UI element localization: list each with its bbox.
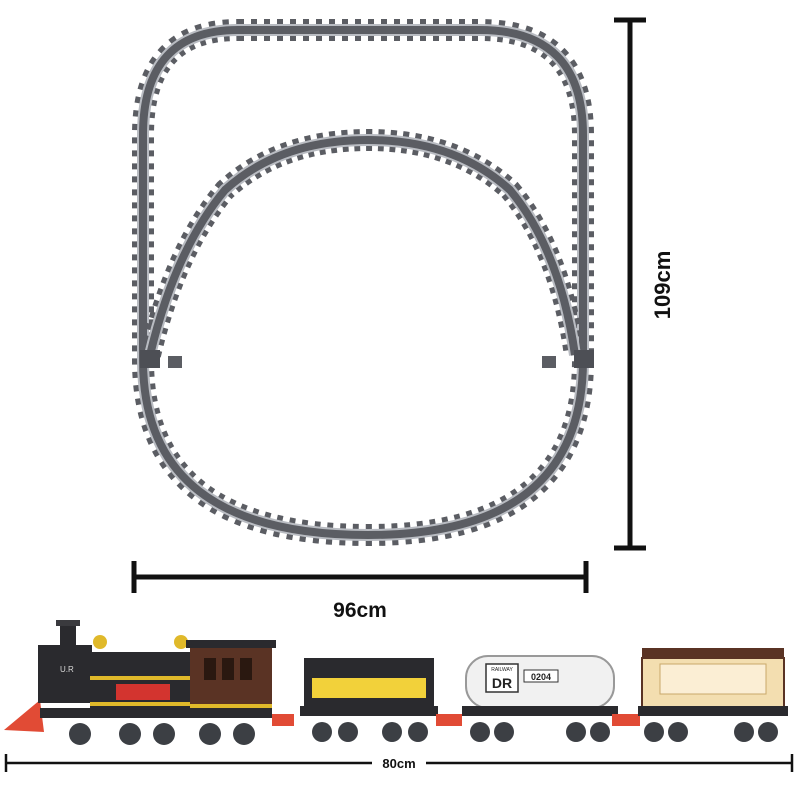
track-layout (132, 19, 594, 547)
right-switch-post (542, 356, 556, 368)
inner-track-rails (144, 133, 581, 357)
passenger-car-window (659, 663, 767, 695)
tank-car-badge-main: DR (492, 675, 512, 691)
locomotive-wheel-1 (69, 723, 91, 745)
train-length-label: 80cm (382, 756, 415, 771)
tank-car-number: 0204 (531, 672, 551, 682)
cab-window-3 (240, 658, 252, 680)
locomotive-smokebox (38, 645, 92, 703)
locomotive-badge: U.R (60, 665, 74, 674)
passenger-car-wheel-3 (734, 722, 754, 742)
cab-window-2 (222, 658, 234, 680)
width-dimension: 96cm (131, 561, 589, 622)
tank-car-badge-top: RAILWAY (491, 667, 513, 673)
width-dimension-label: 96cm (333, 599, 387, 622)
tank-car-wheel-3 (566, 722, 586, 742)
passenger-car-frame (638, 706, 788, 716)
boiler-red-panel (116, 684, 170, 700)
passenger-car-wheel-1 (644, 722, 664, 742)
steam-dome-front (93, 635, 107, 649)
height-dimension-label: 109cm (650, 251, 675, 320)
locomotive-gold-sill (190, 704, 272, 708)
tender-coupler (436, 714, 462, 726)
boiler-gold-stripe (90, 676, 190, 680)
passenger-car-roof (642, 648, 784, 658)
passenger-car-wheel-4 (758, 722, 778, 742)
outer-track-rail-gap (139, 26, 587, 540)
tank-car-wheel-4 (590, 722, 610, 742)
locomotive-wheel-4 (199, 723, 221, 745)
tender-wheel-2 (338, 722, 358, 742)
left-switch-post (168, 356, 182, 368)
locomotive-wheel-3 (153, 723, 175, 745)
outer-track-loop (132, 19, 594, 547)
boiler-gold-stripe-lower (90, 702, 200, 706)
tender-top (304, 658, 434, 672)
tank-car-number-plate (523, 669, 559, 683)
locomotive-frame (40, 708, 272, 718)
tender-wheel-3 (382, 722, 402, 742)
tank-car-badge-box (485, 663, 519, 693)
tank-car-wheel-2 (494, 722, 514, 742)
steam-dome-rear (174, 635, 188, 649)
locomotive-wheel-2 (119, 723, 141, 745)
tank-car-coupler (612, 714, 640, 726)
cab-roof (186, 640, 276, 648)
tender-wheel-1 (312, 722, 332, 742)
smokestack (60, 624, 76, 648)
train-length-dimension: 80cm (4, 752, 794, 772)
tender-wheel-4 (408, 722, 428, 742)
height-dimension: 109cm (614, 17, 675, 551)
passenger-car (638, 648, 788, 742)
coal-tender (300, 658, 462, 742)
smokestack-cap (56, 620, 80, 626)
locomotive-coupler (272, 714, 294, 726)
left-switch-lever (140, 350, 160, 368)
outer-track-ties (132, 19, 594, 547)
tank-car-wheel-1 (470, 722, 490, 742)
locomotive-wheel-5 (233, 723, 255, 745)
tank-car: RAILWAY DR 0204 (462, 655, 640, 742)
tender-yellow-panel (312, 678, 426, 698)
inner-track-ties (139, 128, 586, 358)
right-switch-lever (574, 350, 594, 368)
inner-track-arch (139, 128, 586, 358)
tender-frame (300, 706, 438, 716)
steam-locomotive: U.R (4, 620, 294, 745)
track-switches (140, 350, 594, 368)
outer-track-rails (137, 24, 589, 542)
cab-window-1 (204, 658, 216, 680)
inner-track-rail-gap (146, 135, 579, 356)
cowcatcher (4, 700, 44, 732)
train-length-label-bg (372, 752, 426, 772)
passenger-car-wheel-2 (668, 722, 688, 742)
train-set: U.R RAILWAY DR (4, 620, 788, 745)
tank-car-frame (462, 706, 618, 716)
